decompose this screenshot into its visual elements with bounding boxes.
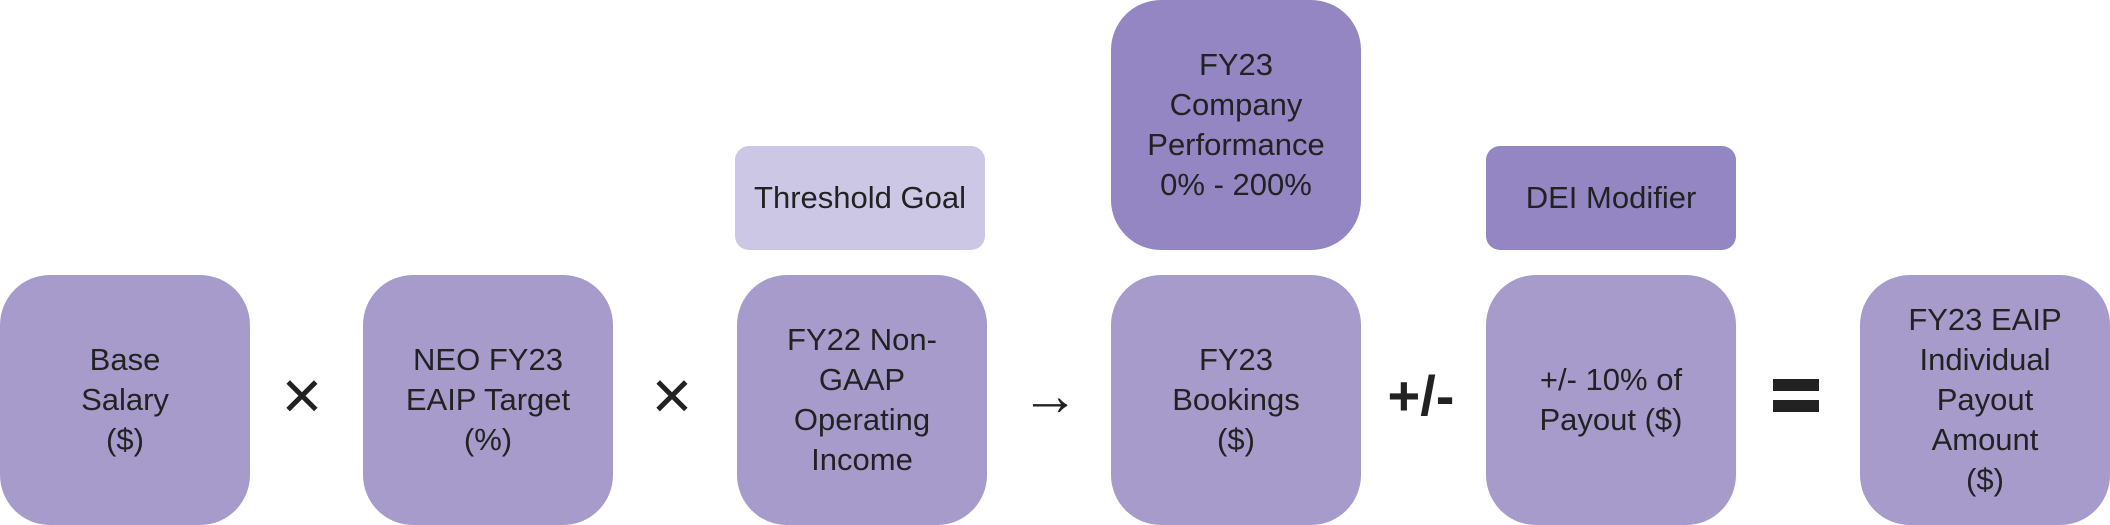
multiply-symbol: ×: [651, 356, 693, 434]
company-performance-box: FY23 Company Performance 0% - 200%: [1111, 0, 1361, 250]
bookings-box: FY23 Bookings ($): [1111, 275, 1361, 525]
operating-income-box: FY22 Non- GAAP Operating Income: [737, 275, 987, 525]
multiply-operator-1: ×: [275, 340, 329, 450]
plus-minus-operator: +/-: [1380, 340, 1462, 450]
modifier-payout-box: +/- 10% of Payout ($): [1486, 275, 1736, 525]
bookings-label: FY23 Bookings ($): [1172, 342, 1300, 457]
right-arrow-icon: →: [1021, 362, 1079, 428]
payout-amount-box: FY23 EAIP Individual Payout Amount ($): [1860, 275, 2110, 525]
dei-modifier-label: DEI Modifier: [1525, 180, 1697, 215]
arrow-operator: →: [1018, 340, 1082, 450]
dei-modifier-box: DEI Modifier: [1486, 146, 1736, 250]
base-salary-label: Base Salary ($): [81, 342, 169, 457]
multiply-operator-2: ×: [645, 340, 699, 450]
eaip-target-label: NEO FY23 EAIP Target (%): [405, 342, 571, 457]
threshold-goal-label: Threshold Goal: [754, 180, 966, 215]
company-performance-label: FY23 Company Performance 0% - 200%: [1147, 47, 1325, 202]
payout-amount-label: FY23 EAIP Individual Payout Amount ($): [1908, 302, 2062, 497]
equals-operator: [1773, 340, 1819, 450]
base-salary-box: Base Salary ($): [0, 275, 250, 525]
plus-minus-symbol: +/-: [1387, 363, 1455, 427]
eaip-target-box: NEO FY23 EAIP Target (%): [363, 275, 613, 525]
operating-income-label: FY22 Non- GAAP Operating Income: [787, 322, 937, 477]
equals-icon: [1773, 370, 1819, 421]
threshold-goal-box: Threshold Goal: [735, 146, 985, 250]
modifier-payout-label: +/- 10% of Payout ($): [1539, 362, 1683, 437]
multiply-symbol: ×: [281, 356, 323, 434]
